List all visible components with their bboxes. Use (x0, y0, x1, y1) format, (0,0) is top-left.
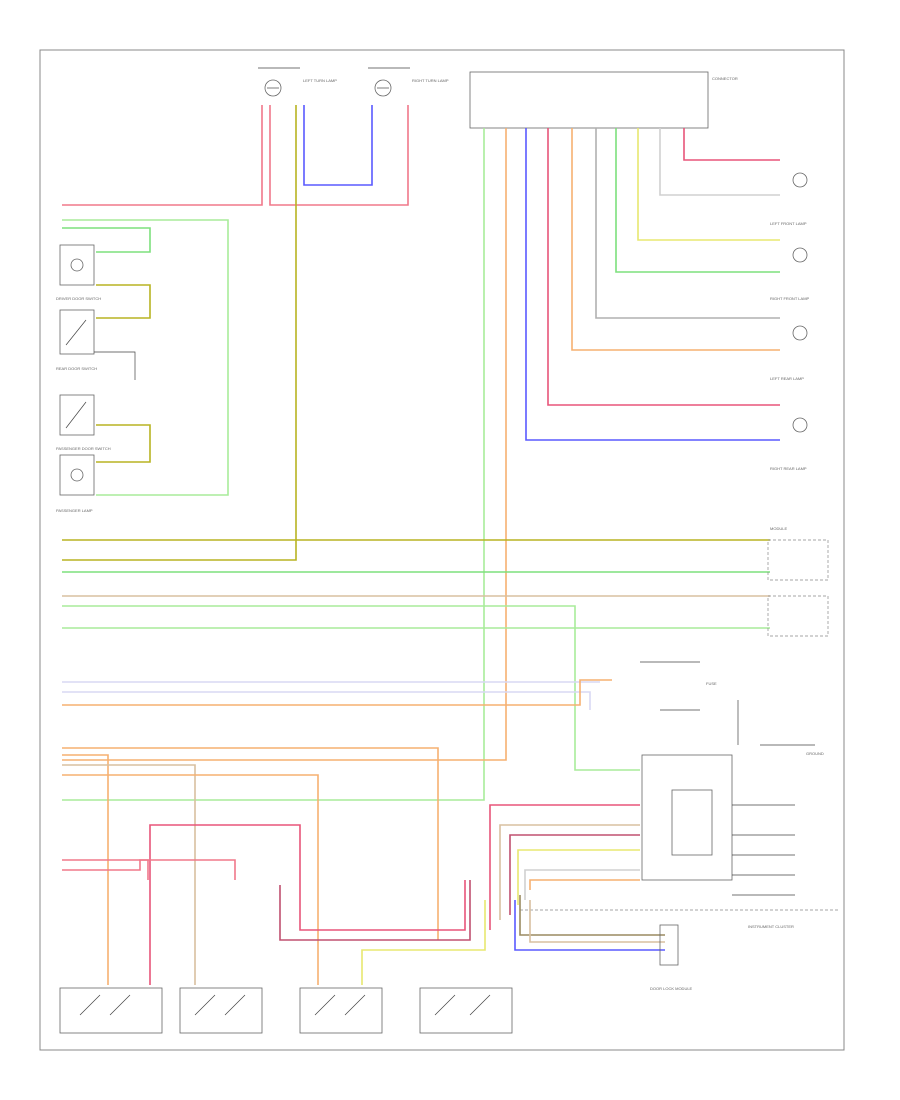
door-actuator-3 (299, 987, 383, 1034)
left-rear-lamp-label: LEFT REAR LAMP (770, 376, 804, 381)
door-actuator-1 (59, 987, 163, 1034)
module-label: MODULE (770, 526, 787, 531)
right-side-lamps: LEFT FRONT LAMP RIGHT FRONT LAMP LEFT RE… (770, 172, 810, 471)
passenger-lamp: PASSENGER LAMP (56, 454, 95, 513)
module-block: MODULE (767, 526, 829, 637)
passenger-door-switch: PASSENGER DOOR SWITCH (56, 394, 111, 451)
connector-label: CONNECTOR (712, 76, 738, 81)
diagram-frame (39, 49, 845, 1051)
driver-door-switch-label: DRIVER DOOR SWITCH (56, 296, 101, 301)
left-turn-lamp-label: LEFT TURN LAMP (303, 78, 337, 83)
driver-door-switch: DRIVER DOOR SWITCH (56, 244, 101, 301)
right-turn-lamp-label: RIGHT TURN LAMP (412, 78, 449, 83)
left-turn-lamp: LEFT TURN LAMP (258, 67, 337, 97)
fuse-block: FUSE GROUND (640, 661, 824, 756)
door-actuator-2 (179, 987, 263, 1034)
right-turn-lamp: RIGHT TURN LAMP (368, 67, 449, 97)
instrument-cluster: INSTRUMENT CLUSTER (520, 754, 840, 929)
door-lock-module: DOOR LOCK MODULE (650, 924, 693, 991)
right-front-lamp-label: RIGHT FRONT LAMP (770, 296, 810, 301)
door-lock-module-label: DOOR LOCK MODULE (650, 986, 693, 991)
rear-door-switch: REAR DOOR SWITCH (56, 309, 97, 371)
passenger-lamp-label: PASSENGER LAMP (56, 508, 93, 513)
door-actuator-4 (419, 987, 513, 1034)
right-rear-lamp-label: RIGHT REAR LAMP (770, 466, 807, 471)
rear-door-switch-label: REAR DOOR SWITCH (56, 366, 97, 371)
connector-block: CONNECTOR (469, 71, 738, 129)
fuse-label: FUSE (706, 681, 717, 686)
passenger-door-switch-label: PASSENGER DOOR SWITCH (56, 446, 111, 451)
instrument-cluster-label: INSTRUMENT CLUSTER (748, 924, 794, 929)
ground-label: GROUND (806, 751, 824, 756)
left-front-lamp-label: LEFT FRONT LAMP (770, 221, 807, 226)
